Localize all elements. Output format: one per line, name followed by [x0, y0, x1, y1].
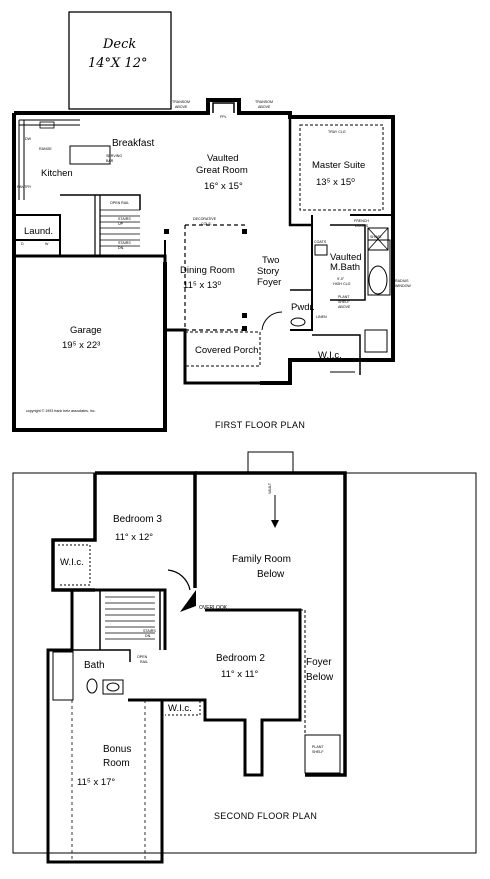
linen-label: LINEN	[316, 315, 327, 319]
vault-label: VAULT	[268, 482, 272, 494]
exterior-wall	[14, 98, 395, 385]
laundry-w: W	[45, 242, 49, 246]
second-floor-plan: Bedroom 3 11° x 12° W.I.c. VAULT Family …	[12, 451, 477, 864]
overlook-arrow	[180, 590, 196, 612]
master-wic-label: W.I.c.	[318, 350, 342, 361]
deck	[68, 11, 172, 110]
bedroom3-label: Bedroom 3	[113, 514, 162, 525]
shwr-label: SHWR.	[370, 235, 382, 239]
fireplace	[212, 102, 235, 113]
powder-label: Pwdr.	[291, 302, 315, 313]
bonus-room-size: 11⁵ x 17°	[77, 777, 115, 788]
bath-label: Bath	[84, 660, 105, 671]
master-suite-size: 13⁵ x 15⁰	[316, 177, 355, 188]
wic-top-label: W.I.c.	[60, 557, 84, 568]
bedroom3-size: 11° x 12°	[115, 532, 153, 543]
chimney	[247, 451, 294, 474]
laundry-d: D	[21, 242, 24, 246]
garage-size: 19⁵ x 22³	[62, 340, 100, 351]
first-floor-title: FIRST FLOOR PLAN	[215, 420, 305, 430]
breakfast-label: Breakfast	[112, 138, 154, 149]
dining-room-label: Dining Room	[180, 265, 235, 276]
bedroom2-label: Bedroom 2	[216, 653, 265, 664]
bedroom2-size: 11° x 11°	[221, 669, 259, 680]
fpl-label: FPL	[220, 115, 227, 119]
great-room-size: 16° x 15°	[204, 181, 243, 192]
laundry-label: Laund.	[24, 226, 53, 237]
range-label: RANGE	[39, 147, 52, 151]
wic-bottom-label: W.I.c.	[168, 703, 192, 714]
dining-room-size: 11⁵ x 13⁰	[183, 280, 221, 291]
garage-label: Garage	[70, 325, 102, 336]
deck-size: 14°X 12°	[88, 56, 147, 71]
master-suite-label: Master Suite	[312, 160, 365, 171]
deck-label: Deck	[102, 37, 136, 52]
tray-clg-label: TRAY CLG	[328, 130, 346, 134]
copyright-text: copyright © 1993 frank betz associates, …	[26, 409, 96, 413]
overlook-label: OVERLOOK	[199, 605, 228, 611]
first-floor-plan: Deck 14°X 12°	[12, 11, 411, 432]
pantry-label: PANTRY	[17, 185, 32, 189]
covered-porch	[184, 331, 261, 367]
high-clg-label: 9'-0"HIGH CLG	[333, 277, 351, 286]
coats-label: COATS	[314, 240, 327, 244]
kitchen-label: Kitchen	[41, 168, 73, 179]
open-rail-label: OPEN RAIL	[110, 201, 129, 205]
second-floor-title: SECOND FLOOR PLAN	[214, 811, 317, 821]
dw-label: DW	[25, 137, 32, 141]
covered-porch-label: Covered Porch	[195, 345, 258, 356]
